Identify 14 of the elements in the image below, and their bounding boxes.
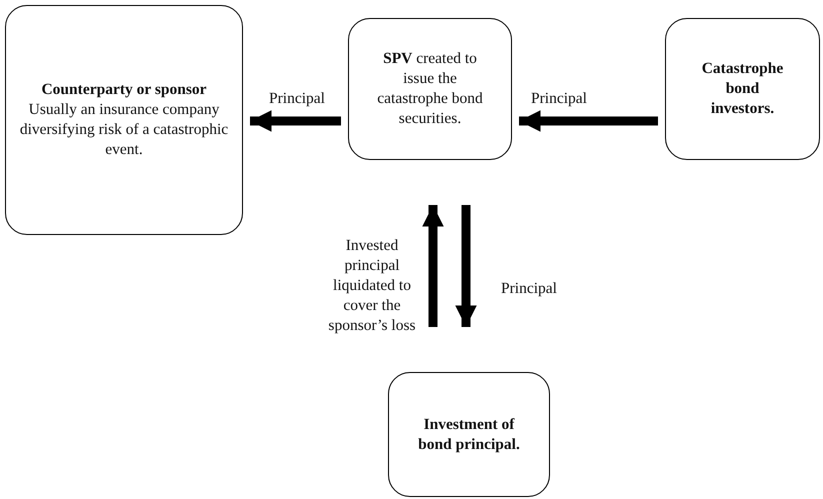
arrow [422,205,444,327]
box-text: Usually an insurance company diversifying risk of a catastrophic event. [18,100,230,160]
box-text: SPV created to issue the catastrophe bond securities. [376,49,484,129]
arrow [455,205,477,327]
party-box [5,5,243,235]
process-box [388,372,550,497]
arrow [519,110,658,132]
arrow [250,110,341,132]
box-text: Investment of bond principal. [417,414,521,454]
box-text: Catastrophe bond investors. [700,59,784,119]
box-heading: Counterparty or sponsor [41,80,207,100]
process-box [348,18,512,160]
party-box [665,18,820,160]
edge-label: Invested principal liquidated to cover the sponsor’s loss [328,236,416,336]
